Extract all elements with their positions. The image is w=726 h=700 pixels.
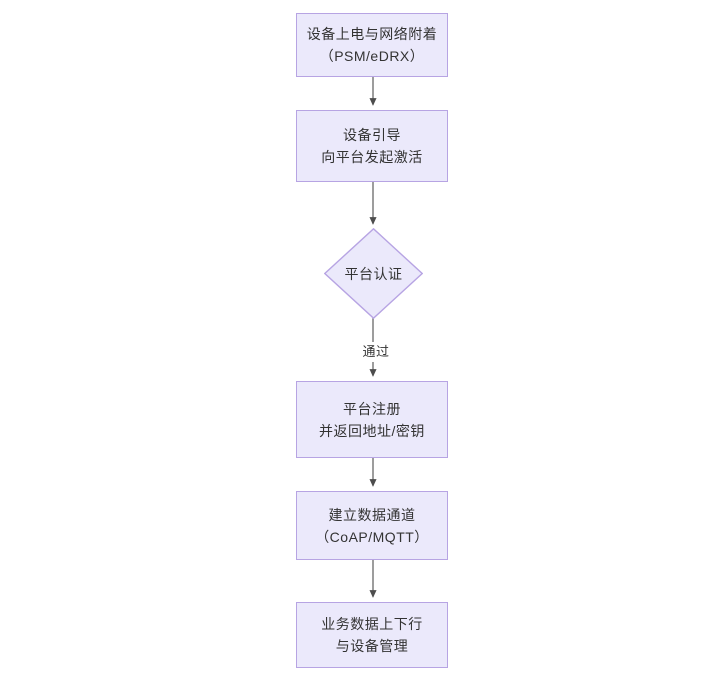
node-data-channel[interactable]: 建立数据通道 （CoAP/MQTT） <box>296 491 448 560</box>
node-power-on-line-2: （PSM/eDRX） <box>319 48 425 64</box>
node-data-channel-line-2: （CoAP/MQTT） <box>315 528 429 545</box>
node-data-channel-line-1: 建立数据通道 <box>328 506 416 523</box>
node-business-data[interactable]: 业务数据上下行 与设备管理 <box>296 602 448 668</box>
node-bootstrap[interactable]: 设备引导 向平台发起激活 <box>296 110 448 182</box>
edge-label-pass: 通过 <box>351 342 401 362</box>
node-power-on-line-1: 设备上电与网络附着 <box>306 26 438 42</box>
node-platform-register-line-1: 平台注册 <box>343 400 401 417</box>
node-business-data-line-2: 与设备管理 <box>335 638 409 654</box>
diamond-shape-icon <box>324 228 423 319</box>
node-platform-register[interactable]: 平台注册 并返回地址/密钥 <box>296 381 448 458</box>
node-business-data-line-1: 业务数据上下行 <box>321 616 423 632</box>
node-platform-auth[interactable]: 平台认证 <box>324 228 423 319</box>
node-bootstrap-line-2: 向平台发起激活 <box>321 149 423 165</box>
node-platform-register-line-2: 并返回地址/密钥 <box>319 422 425 439</box>
node-power-on[interactable]: 设备上电与网络附着 （PSM/eDRX） <box>296 13 448 77</box>
node-bootstrap-line-1: 设备引导 <box>343 127 401 143</box>
node-platform-auth-label: 平台认证 <box>344 265 403 282</box>
